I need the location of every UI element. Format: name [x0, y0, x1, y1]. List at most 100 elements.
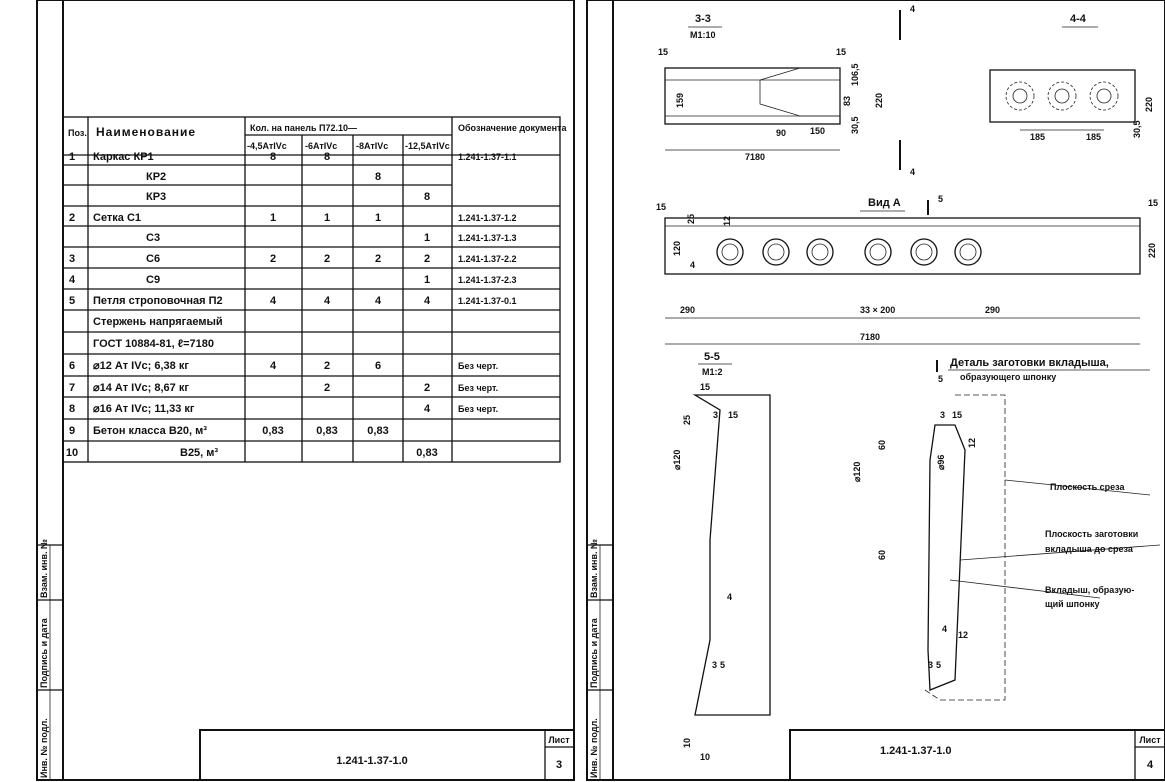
- row-name: С9: [146, 274, 160, 286]
- dim: 5: [936, 660, 941, 670]
- dim: 150: [810, 126, 825, 136]
- side-label-inv: Инв. № подл.: [39, 718, 49, 778]
- detail-subtitle: образующего шпонку: [960, 372, 1056, 382]
- row-qty: 1: [424, 232, 430, 244]
- hole-icon: [910, 238, 938, 266]
- hole-icon: [762, 238, 790, 266]
- header-doc: Обозначение документа: [458, 123, 567, 133]
- row-doc: Без черт.: [458, 383, 498, 393]
- row-qty: 4: [375, 295, 382, 307]
- row-qty: 1: [375, 212, 381, 224]
- section-3-3: 3-3 М1:10 15 15 159 106,5 83 30,5 220 90…: [658, 4, 915, 177]
- row-doc: 1.241-1.37-1.3: [458, 233, 517, 243]
- dim: 12: [722, 216, 732, 226]
- hole-icon: [811, 243, 829, 261]
- view-a: Вид А 5 15 15 25 12 120 4 220 290 33 × 2…: [656, 194, 1158, 345]
- row-name: С3: [146, 232, 160, 244]
- callout-insert-2: щий шпонку: [1045, 599, 1100, 609]
- row-qty: 4: [270, 295, 277, 307]
- row-name: С6: [146, 253, 160, 265]
- dim: 10: [682, 738, 692, 748]
- callout-blank-plane-2: вкладыша до среза: [1045, 544, 1134, 554]
- dim: 15: [656, 202, 666, 212]
- hole-icon: [954, 238, 982, 266]
- header-qty-group: Кол. на панель П72.10—: [250, 123, 357, 133]
- dim: 185: [1030, 132, 1045, 142]
- dim: 12: [967, 438, 977, 448]
- hole-icon: [959, 243, 977, 261]
- spec-table: Поз. Наименование Кол. на панель П72.10—…: [62, 116, 567, 463]
- row-doc: Без черт.: [458, 361, 498, 371]
- row-pos: 6: [69, 360, 75, 372]
- row-pos: 2: [69, 212, 75, 224]
- row-doc: Без черт.: [458, 404, 498, 414]
- row-name: ⌀16 Ат IVс; 11,33 кг: [93, 403, 195, 415]
- dim: 15: [658, 47, 668, 57]
- dim: 90: [776, 128, 786, 138]
- dim: 4: [727, 592, 732, 602]
- header-qty-1: -4,5АтIVс: [247, 141, 287, 151]
- row-qty: 6: [375, 360, 381, 372]
- callout-blank-plane: Плоскость заготовки: [1045, 529, 1138, 539]
- row-qty: 2: [324, 360, 330, 372]
- dim: 10: [700, 752, 710, 762]
- row-pos: 5: [69, 295, 75, 307]
- dim: 120: [672, 241, 682, 256]
- row-qty: 2: [424, 253, 430, 265]
- dim: 106,5: [850, 63, 860, 86]
- row-name: ГОСТ 10884-81, ℓ=7180: [93, 338, 214, 350]
- dim: 3: [928, 660, 933, 670]
- dim: 15: [952, 410, 962, 420]
- section-title: 5-5: [704, 351, 720, 363]
- row-name: Стержень напрягаемый: [93, 316, 223, 328]
- row-qty: 2: [375, 253, 381, 265]
- row-name: КР3: [146, 191, 166, 203]
- detail-title: Деталь заготовки вкладыша,: [950, 357, 1109, 369]
- dim: 60: [877, 550, 887, 560]
- row-doc: 1.241-1.37-1.2: [458, 213, 517, 223]
- row-pos: 7: [69, 382, 75, 394]
- dim: 25: [686, 214, 696, 224]
- sheet-4-side-strip: Инв. № подл. Подпись и дата Взам. инв. №: [587, 539, 613, 780]
- header-qty-4: -12,5АтIVс: [405, 141, 450, 151]
- svg-text:5: 5: [938, 374, 943, 384]
- row-doc: 1.241-1.37-1.1: [458, 152, 517, 162]
- hole-icon: [864, 238, 892, 266]
- view-title: Вид А: [868, 197, 901, 209]
- row-name: В25, м³: [180, 447, 218, 459]
- sheet-3-stamp: 1.241-1.37-1.0 Лист 3: [199, 729, 575, 781]
- row-qty: 8: [324, 151, 330, 163]
- row-qty: 8: [375, 171, 381, 183]
- hole-icon: [721, 243, 739, 261]
- row-qty: 4: [424, 403, 431, 415]
- hole-icon: [806, 238, 834, 266]
- cut-mark: 4: [910, 4, 915, 14]
- side-label-inv: Инв. № подл.: [589, 718, 599, 778]
- dim: 30,5: [1132, 120, 1142, 138]
- dim: 3: [940, 410, 945, 420]
- detail-insert-blank: 5 Деталь заготовки вкладыша, образующего…: [852, 357, 1161, 701]
- dim: 290: [985, 305, 1000, 315]
- section-scale: М1:10: [690, 30, 716, 40]
- dim: 15: [728, 410, 738, 420]
- stamp-code: 1.241-1.37-1.0: [880, 745, 952, 757]
- dim: 83: [842, 96, 852, 106]
- dim: 12: [958, 630, 968, 640]
- stamp-sheet-no: 4: [1147, 759, 1154, 771]
- sheet-4: Инв. № подл. Подпись и дата Взам. инв. №…: [586, 0, 1165, 781]
- dim: 30,5: [850, 116, 860, 134]
- dim: 3: [713, 410, 718, 420]
- row-pos: 8: [69, 403, 75, 415]
- row-name: Сетка С1: [93, 212, 141, 224]
- section-title: 3-3: [695, 13, 711, 25]
- hole-icon: [716, 238, 744, 266]
- section-4-4: 4-4 220 30,5 185 185: [989, 13, 1154, 142]
- row-name: КР2: [146, 171, 166, 183]
- row-name: Петля строповочная П2: [93, 295, 223, 307]
- row-qty: 2: [270, 253, 276, 265]
- row-qty: 0,83: [367, 425, 388, 437]
- row-doc: 1.241-1.37-2.3: [458, 275, 517, 285]
- cut-mark: 4: [910, 167, 915, 177]
- dim: ⌀120: [672, 450, 682, 470]
